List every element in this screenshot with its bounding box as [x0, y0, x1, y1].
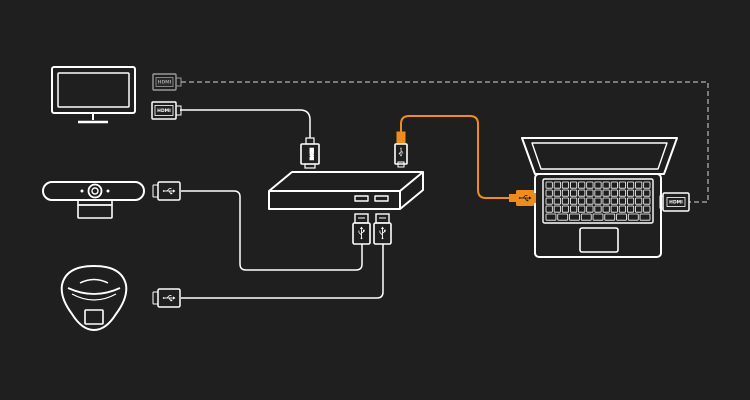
keyboard-key [561, 181, 570, 189]
keyboard-key [592, 213, 604, 221]
laptop-icon [521, 137, 678, 258]
cable-hdmi-monitor-dock [180, 109, 311, 138]
keyboard-key [570, 181, 578, 189]
keyboard-key [561, 205, 570, 213]
keyboard-key [578, 205, 586, 213]
keyboard-key [602, 197, 610, 205]
cable-usb-camera-dock [181, 190, 363, 271]
keyboard-key [578, 181, 586, 189]
keyboard-key [594, 181, 602, 189]
keyboard-key [602, 205, 610, 213]
keyboard-key [586, 197, 594, 205]
keyboard-key [627, 213, 639, 221]
keyboard-key [618, 197, 626, 205]
usb-dock-icon [268, 171, 424, 210]
keyboard-key [557, 213, 569, 221]
hdmi-plug-laptop: HDMI [659, 192, 690, 212]
keyboard-key [553, 189, 561, 197]
keyboard-key [578, 189, 586, 197]
keyboard-key [610, 197, 618, 205]
webcam-icon [42, 181, 145, 219]
hdmi-label: HDMI [309, 148, 314, 161]
keyboard-key [586, 189, 594, 197]
keyboard-key [586, 205, 594, 213]
keyboard-key [594, 205, 602, 213]
keyboard-key [545, 197, 553, 205]
keyboard-key [618, 181, 626, 189]
keyboard-key [553, 197, 561, 205]
keyboard-key [553, 181, 561, 189]
keyboard-key [602, 181, 610, 189]
usb-connector-speaker [152, 288, 181, 308]
keyboard-key [580, 213, 592, 221]
keyboard-key [594, 197, 602, 205]
keyboard-key [635, 197, 643, 205]
keyboard-key [578, 197, 586, 205]
keyboard-key [561, 189, 570, 197]
keyboard-key [586, 181, 594, 189]
keyboard-key [604, 213, 616, 221]
keyboard-key [643, 205, 651, 213]
keyboard-key [626, 205, 635, 213]
keyboard-key [643, 197, 651, 205]
keyboard-key [569, 213, 580, 221]
keyboard-key [545, 205, 553, 213]
keyboard-key [545, 181, 553, 189]
keyboard-key [618, 205, 626, 213]
usb-plug-dock-right [373, 213, 392, 245]
keyboard-key [545, 189, 553, 197]
keyboard-key [553, 205, 561, 213]
hdmi-connector-dashed: HDMI [152, 73, 182, 91]
keyboard-key [643, 189, 651, 197]
hdmi-label: HDMI [157, 108, 171, 114]
usb-icon [398, 147, 404, 157]
hdmi-label: HDMI [158, 80, 172, 86]
usb-icon [358, 226, 366, 240]
keyboard-key [635, 205, 643, 213]
speakerphone-icon [60, 264, 128, 332]
keyboard-key [570, 189, 578, 197]
keyboard-key [626, 197, 635, 205]
keyboard-key [618, 189, 626, 197]
keyboard-key [561, 197, 570, 205]
keyboard-key [643, 181, 651, 189]
cable-usb-speaker-dock [181, 244, 384, 299]
keyboard-key [594, 189, 602, 197]
keyboard-key [616, 213, 627, 221]
keyboard-key [602, 189, 610, 197]
usb-icon [162, 294, 176, 302]
keyboard-key [626, 189, 635, 197]
hdmi-plug-dock: HDMI [300, 137, 320, 169]
keyboard-key [610, 205, 618, 213]
keyboard-key [570, 197, 578, 205]
keyboard-key [570, 205, 578, 213]
usb-icon [162, 187, 176, 195]
keyboard-key [639, 213, 651, 221]
keyboard-key [635, 181, 643, 189]
usb-plug-laptop-orange [509, 190, 536, 206]
usb-plug-dock-orange [394, 131, 408, 168]
usb-plug-dock-left [352, 213, 371, 245]
hdmi-connector-monitor: HDMI [151, 101, 182, 120]
keyboard-key [610, 189, 618, 197]
usb-icon [379, 226, 387, 240]
keyboard-keys [545, 181, 651, 221]
keyboard-key [626, 181, 635, 189]
keyboard-key [635, 189, 643, 197]
keyboard-key [610, 181, 618, 189]
usb-connector-camera [152, 181, 181, 201]
cable-usb-dock-laptop [400, 115, 516, 199]
hdmi-label: HDMI [669, 200, 683, 206]
monitor-icon [51, 66, 136, 124]
cable-hdmi-monitor-laptop [181, 81, 709, 203]
keyboard-key [545, 213, 557, 221]
